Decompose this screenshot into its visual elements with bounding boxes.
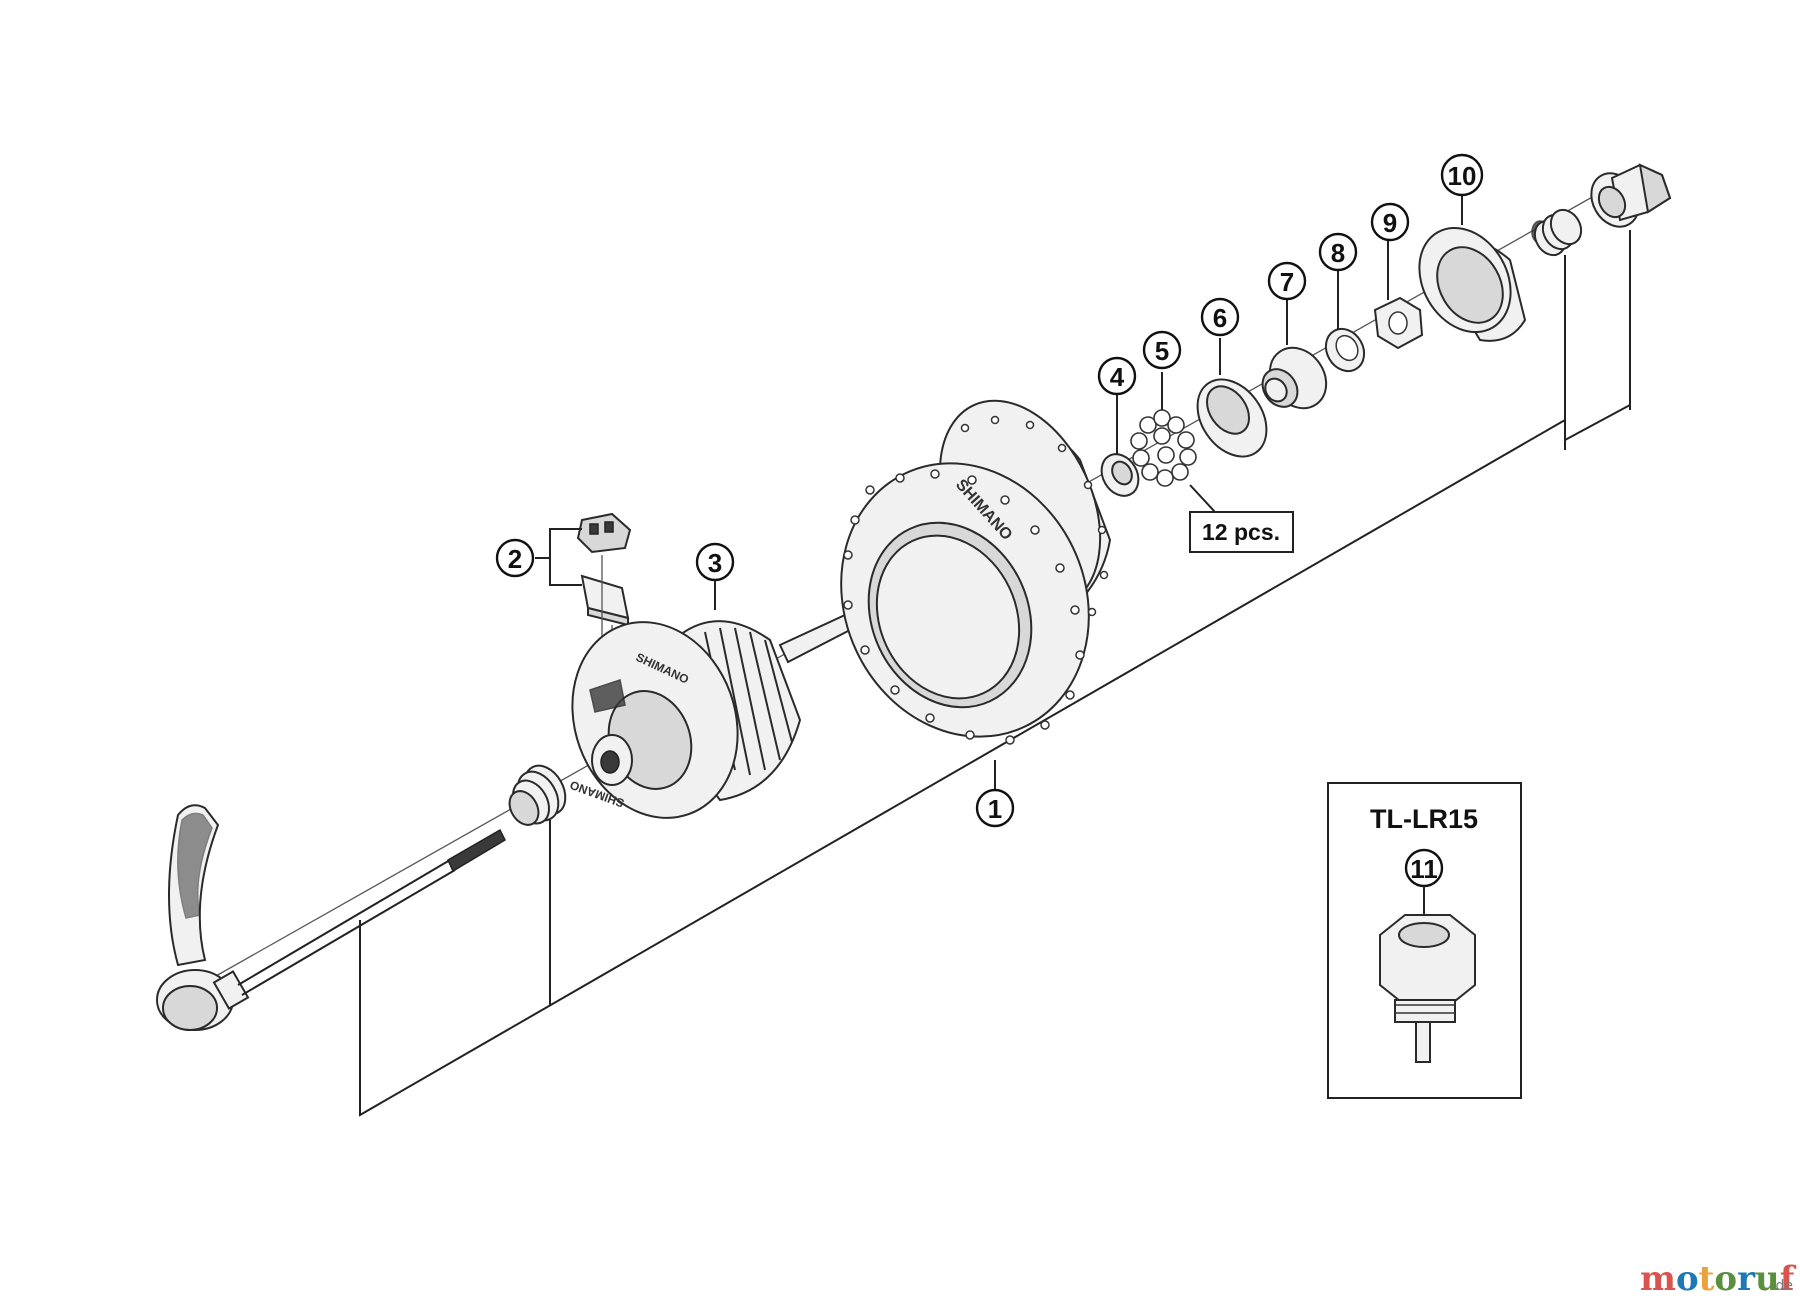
- assembly-bracket: [359, 230, 1631, 1117]
- callout-8: 8: [1318, 232, 1358, 272]
- part-8-washer: [1324, 270, 1366, 373]
- callout-8-text: 8: [1331, 238, 1345, 268]
- callout-3-text: 3: [708, 548, 722, 578]
- callout-6-text: 6: [1213, 303, 1227, 333]
- callout-7-text: 7: [1280, 267, 1294, 297]
- callout-4-text: 4: [1110, 362, 1125, 392]
- spoke-holes: [843, 415, 1109, 745]
- site-watermark: motoruf .de: [1640, 1259, 1797, 1299]
- callout-9: 9: [1370, 202, 1410, 242]
- callout-6: 6: [1200, 297, 1240, 337]
- callout-2-text: 2: [508, 544, 522, 574]
- callout-1-text: 1: [988, 794, 1002, 824]
- callout-2: 2: [495, 538, 535, 578]
- internal-gear-unit: SHIMANO SHIMANO: [568, 613, 852, 819]
- part-9-locknut: [1373, 240, 1424, 350]
- callout-1: 1: [975, 788, 1015, 828]
- lockring-tool: [1379, 914, 1476, 1063]
- skewer-rod: [237, 828, 506, 996]
- callout-3: 3: [695, 542, 735, 610]
- hub-shell: SHIMANO: [840, 399, 1112, 745]
- callout-7: 7: [1267, 261, 1307, 301]
- part-5-balls: [1130, 372, 1237, 513]
- callout-5-text: 5: [1155, 336, 1169, 366]
- callout-9-text: 9: [1383, 208, 1397, 238]
- callout-10: 10: [1440, 153, 1484, 197]
- adjusting-nut-right: [1590, 163, 1672, 228]
- part-6-cone: [1196, 338, 1268, 458]
- quick-release-lever: [156, 804, 250, 1031]
- callout-11-text: 11: [1410, 854, 1438, 884]
- callout-5: 5: [1142, 330, 1182, 370]
- callout-4: 4: [1097, 356, 1137, 396]
- part-10-cap: [1418, 195, 1527, 342]
- part-7-cone-nut: [1261, 298, 1328, 410]
- callout-10-text: 10: [1448, 161, 1477, 191]
- tool-box: TL-LR15 11: [1327, 782, 1522, 1099]
- watermark-logo: motoruf: [1640, 1259, 1797, 1299]
- tool-box-title: TL-LR15: [1370, 804, 1478, 834]
- quantity-note-box: 12 pcs.: [1189, 511, 1294, 553]
- quantity-note-text: 12 pcs.: [1202, 519, 1280, 545]
- spring-left: [508, 764, 567, 826]
- watermark-suffix: .de: [1771, 1278, 1793, 1294]
- spring-right: [1531, 208, 1583, 257]
